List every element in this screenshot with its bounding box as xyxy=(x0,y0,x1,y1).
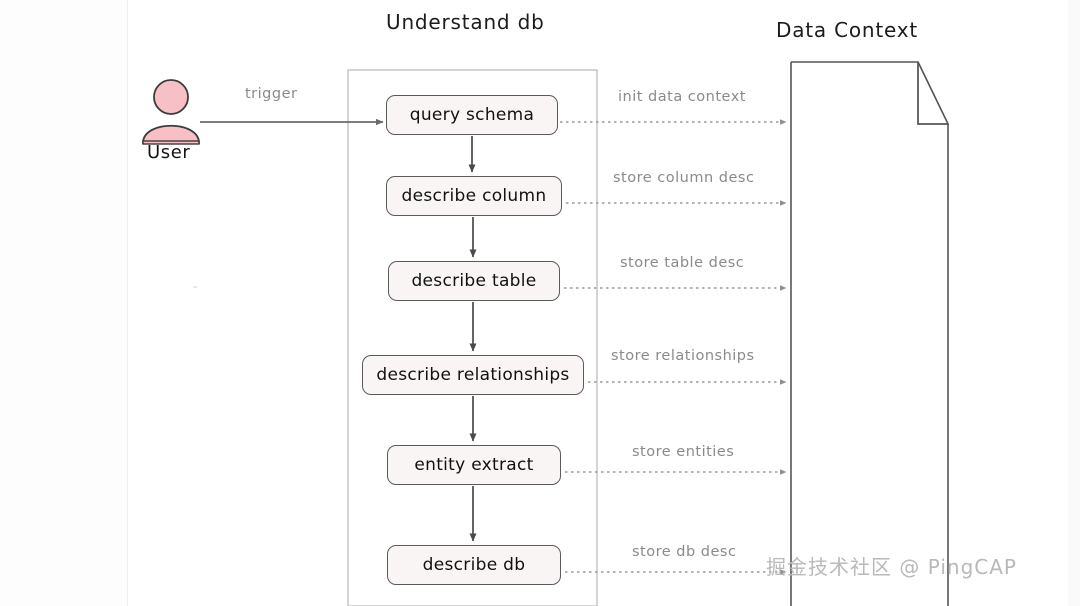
node-describe-relationships[interactable]: describe relationships xyxy=(362,355,584,395)
trigger-edge-label: trigger xyxy=(245,86,298,102)
user-actor-label: User xyxy=(147,142,191,163)
node-describe-table-label: describe table xyxy=(411,271,537,291)
node-entity-extract[interactable]: entity extract xyxy=(387,445,561,485)
understand-db-container xyxy=(347,69,598,606)
edge-label-store-db-desc: store db desc xyxy=(632,544,737,560)
left-edge-gutter xyxy=(0,0,128,606)
data-context-document xyxy=(790,61,950,606)
store-arrows xyxy=(560,119,787,575)
node-describe-column[interactable]: describe column xyxy=(386,176,562,216)
node-query-schema[interactable]: query schema xyxy=(386,95,558,135)
node-query-schema-label: query schema xyxy=(409,105,535,125)
flow-connectors xyxy=(468,136,477,542)
node-describe-db[interactable]: describe db xyxy=(387,545,561,585)
right-edge-gutter xyxy=(1068,0,1080,606)
edge-label-store-relationships: store relationships xyxy=(611,348,755,364)
edge-label-init-data-context: init data context xyxy=(618,89,746,105)
page-title-understand-db: Understand db xyxy=(386,10,545,34)
watermark: 掘金技术社区 @ PingCAP xyxy=(766,555,1017,579)
node-describe-table[interactable]: describe table xyxy=(388,261,560,301)
node-describe-column-label: describe column xyxy=(401,186,547,206)
node-describe-db-label: describe db xyxy=(422,555,526,575)
edge-label-store-table-desc: store table desc xyxy=(620,255,745,271)
edge-label-store-entities: store entities xyxy=(632,444,735,460)
node-entity-extract-label: entity extract xyxy=(414,455,534,475)
user-person-icon xyxy=(142,79,200,145)
edge-label-store-column-desc: store column desc xyxy=(613,170,755,186)
node-describe-relationships-label: describe relationships xyxy=(376,365,570,385)
page-title-data-context: Data Context xyxy=(776,18,919,42)
